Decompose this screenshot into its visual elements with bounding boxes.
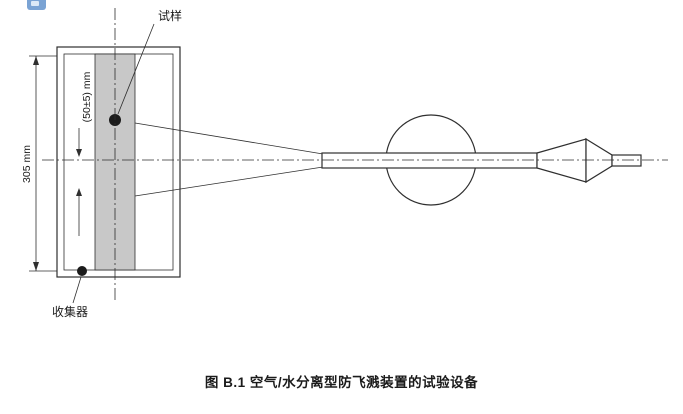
nozzle-diverging-section [536, 138, 587, 183]
collector-marker: 收集器 [52, 266, 88, 319]
outlet-tube [611, 154, 642, 167]
dimension-height-305: 305 mm [21, 55, 57, 272]
window-artifact-icon-detail [31, 1, 39, 6]
delivery-tube [321, 152, 538, 169]
collector-leader-line [72, 276, 82, 304]
height-dimension-label: 305 mm [21, 145, 33, 183]
spray-cone-top-line [134, 122, 324, 155]
dimension-arrow-down [33, 262, 39, 271]
dimension-arrow-up [33, 56, 39, 65]
nozzle-converging-section [585, 137, 613, 184]
dimension-offset-50: (50±5) mm [76, 71, 93, 236]
spray-cone [134, 122, 324, 197]
figure-caption: 图 B.1 空气/水分离型防飞溅装置的试验设备 [204, 375, 479, 390]
centerlines [42, 8, 668, 302]
spray-cone-bottom-line [134, 166, 324, 197]
window-artifact-icon [27, 0, 46, 10]
offset-dimension-label: (50±5) mm [81, 71, 93, 122]
outlet-nozzle [536, 137, 642, 184]
collector-label: 收集器 [52, 304, 88, 319]
chamber-outer-wall [56, 46, 181, 278]
specimen-leader-line [117, 23, 155, 115]
offset-arrow-up [76, 188, 82, 196]
collector-dot [77, 266, 87, 276]
test-chamber [56, 46, 181, 278]
offset-arrow-down [76, 149, 82, 157]
specimen-label: 试样 [158, 8, 182, 23]
